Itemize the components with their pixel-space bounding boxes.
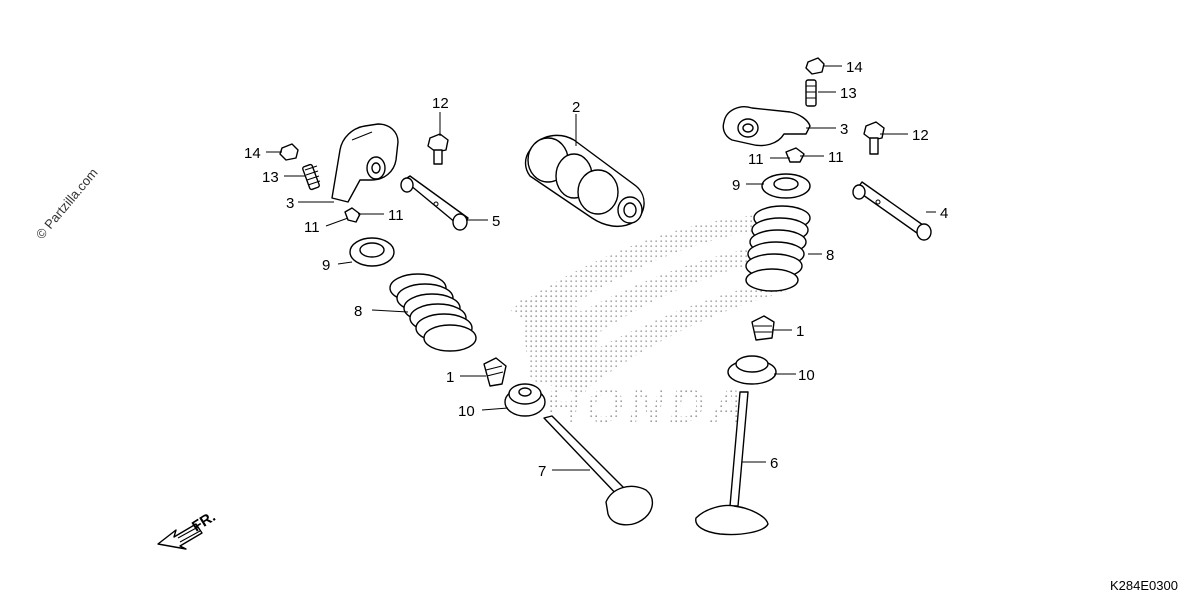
callout-13-left: 13 <box>262 169 279 186</box>
part-4-rocker-shaft <box>852 181 932 241</box>
callout-4: 4 <box>940 205 948 222</box>
diagram-code: K284E0300 <box>1110 578 1178 593</box>
part-11-cotter-right <box>785 147 805 163</box>
callout-11-left-b: 11 <box>388 207 404 224</box>
callout-5: 5 <box>492 213 500 230</box>
callout-1-left: 1 <box>446 369 454 386</box>
callout-7: 7 <box>538 463 546 480</box>
part-3-rocker-arm-left <box>331 123 399 203</box>
part-12-bolt-left <box>427 133 449 165</box>
part-8-spring-left <box>389 273 477 352</box>
callout-14-right: 14 <box>846 59 863 76</box>
leader-lines <box>266 65 936 471</box>
part-13-screw-left <box>302 163 321 191</box>
part-8-spring-right <box>745 205 811 292</box>
part-1-stem-seal-left <box>483 357 507 387</box>
callout-9-left: 9 <box>322 257 330 274</box>
part-1-stem-seal-right <box>751 315 775 341</box>
callout-2: 2 <box>572 99 580 116</box>
part-6-intake-valve <box>695 391 769 536</box>
callout-11-right-a: 11 <box>748 151 764 168</box>
callout-12-right: 12 <box>912 127 929 144</box>
callout-8-right: 8 <box>826 247 834 264</box>
part-2-camshaft <box>524 134 645 228</box>
callout-10-left: 10 <box>458 403 475 420</box>
part-11-cotter-left <box>344 207 361 223</box>
part-10-spring-seat-left <box>504 383 546 417</box>
part-9-retainer-left <box>349 237 395 267</box>
callout-3-left: 3 <box>286 195 294 212</box>
callouts: 14 13 3 11 11 12 5 9 8 1 10 7 2 14 13 3 … <box>244 59 948 480</box>
arrow-left-down-icon <box>157 523 203 550</box>
part-14-nut-left <box>279 143 299 161</box>
callout-10-right: 10 <box>798 367 815 384</box>
callout-14-left: 14 <box>244 145 261 162</box>
part-12-bolt-right <box>863 121 885 155</box>
callout-3-right: 3 <box>840 121 848 138</box>
honda-wing-watermark <box>510 215 786 395</box>
part-14-nut-right <box>805 57 825 75</box>
callout-11-right-b: 11 <box>828 149 844 166</box>
part-5-rocker-shaft <box>400 175 469 231</box>
callout-8-left: 8 <box>354 303 362 320</box>
callout-13-right: 13 <box>840 85 857 102</box>
part-10-spring-seat-right <box>727 355 777 385</box>
front-direction-indicator: FR. <box>157 508 219 550</box>
site-watermark: © Partzilla.com <box>33 165 101 242</box>
part-7-exhaust-valve <box>543 415 653 526</box>
part-13-screw-right <box>805 79 817 107</box>
callout-12-left: 12 <box>432 95 449 112</box>
part-3-rocker-arm-right <box>722 106 811 147</box>
callout-9-right: 9 <box>732 177 740 194</box>
callout-11-left-a: 11 <box>304 219 320 236</box>
part-9-retainer-right <box>761 173 811 199</box>
callout-6: 6 <box>770 455 778 472</box>
honda-watermark-text: HONDA <box>545 380 751 433</box>
callout-1-right: 1 <box>796 323 804 340</box>
